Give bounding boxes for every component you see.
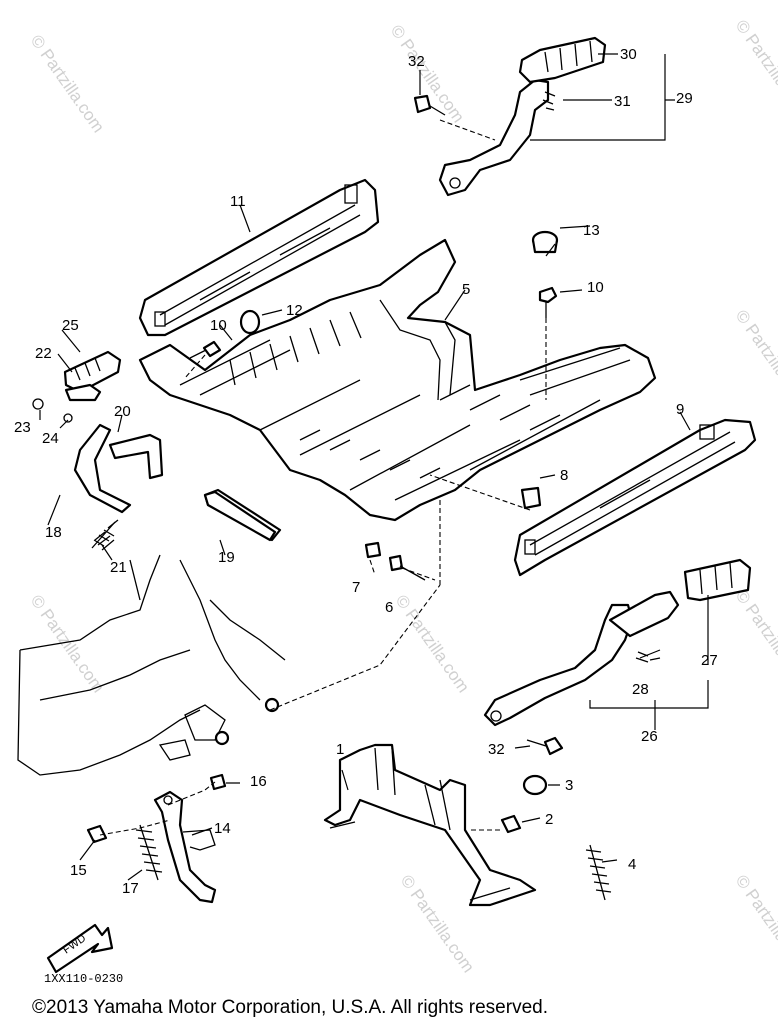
- callout-22: 22: [35, 345, 52, 362]
- fwd-badge: FWD: [46, 923, 114, 974]
- callout-14: 14: [214, 820, 231, 837]
- callout-8: 8: [560, 467, 568, 484]
- callout-27: 27: [701, 652, 718, 669]
- watermark: © Partzilla.com: [732, 306, 778, 411]
- callout-numbers: 1 2 3 4 5 6 7 8 9 10 10 11 12 13 14 15 1…: [14, 46, 718, 897]
- callout-32b: 32: [488, 741, 505, 758]
- watermark: © Partzilla.com: [392, 591, 473, 696]
- callout-6: 6: [385, 599, 393, 616]
- callout-16: 16: [250, 773, 267, 790]
- callout-3: 3: [565, 777, 573, 794]
- watermark: © Partzilla.com: [732, 871, 778, 976]
- callout-30: 30: [620, 46, 637, 63]
- callout-31: 31: [614, 93, 631, 110]
- engine-outline: [17, 554, 286, 776]
- center-stand-part[interactable]: [323, 743, 537, 907]
- callout-1: 1: [336, 741, 344, 758]
- callout-24: 24: [42, 430, 59, 447]
- callout-18: 18: [45, 524, 62, 541]
- callout-32a: 32: [408, 53, 425, 70]
- callout-11: 11: [230, 193, 246, 210]
- watermark: © Partzilla.com: [397, 871, 478, 976]
- callout-5: 5: [462, 281, 470, 298]
- callout-2: 2: [545, 811, 553, 828]
- watermark: © Partzilla.com: [387, 21, 468, 126]
- side-cover-right-part[interactable]: [513, 418, 757, 577]
- callout-25: 25: [62, 317, 79, 334]
- callout-17: 17: [122, 880, 139, 897]
- diagram-code: 1XX110-0230: [44, 972, 123, 986]
- callout-15: 15: [70, 862, 87, 879]
- side-cover-left-part[interactable]: [138, 178, 380, 337]
- left-footrest-part[interactable]: [438, 36, 607, 197]
- callout-13: 13: [583, 222, 600, 239]
- callout-29: 29: [676, 90, 693, 107]
- callout-7: 7: [352, 579, 360, 596]
- copyright-notice: ©2013 Yamaha Motor Corporation, U.S.A. A…: [32, 997, 548, 1018]
- floor-board-part[interactable]: [138, 238, 657, 522]
- callout-19: 19: [218, 549, 235, 566]
- callout-21: 21: [110, 559, 127, 576]
- side-stand-part[interactable]: [153, 790, 217, 904]
- callout-4: 4: [628, 856, 636, 873]
- callout-26: 26: [641, 728, 658, 745]
- callout-20: 20: [114, 403, 131, 420]
- watermark: © Partzilla.com: [27, 591, 108, 696]
- watermark: © Partzilla.com: [732, 586, 778, 691]
- callout-23: 23: [14, 419, 31, 436]
- callout-9: 9: [676, 401, 684, 418]
- callout-28: 28: [632, 681, 649, 698]
- watermark: © Partzilla.com: [27, 31, 108, 136]
- leader-lines: [39, 53, 709, 881]
- right-footrest-part[interactable]: [483, 558, 752, 727]
- callout-10a: 10: [210, 317, 227, 334]
- watermark: © Partzilla.com: [732, 16, 778, 121]
- callout-12: 12: [286, 302, 303, 319]
- callout-10b: 10: [587, 279, 604, 296]
